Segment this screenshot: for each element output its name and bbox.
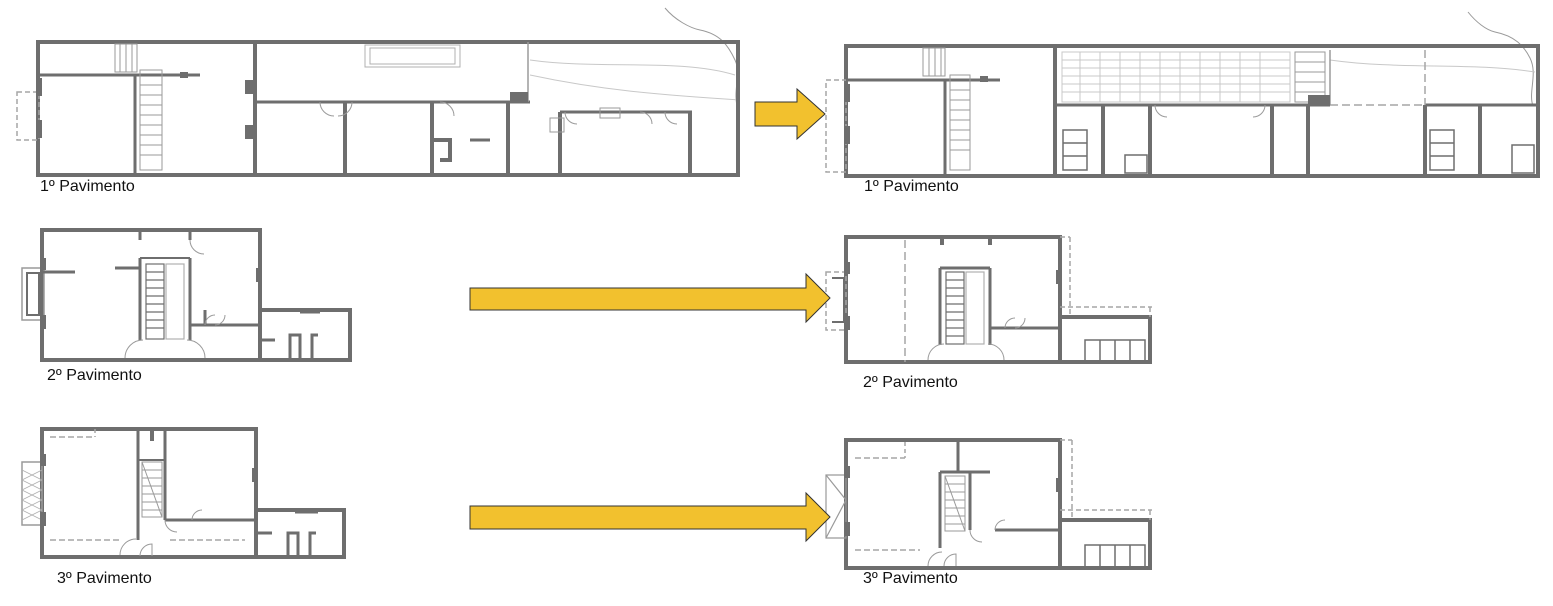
floor2-after-label: 2º Pavimento (863, 374, 958, 391)
arrow-right-icon (469, 491, 831, 543)
floor3-after-label: 3º Pavimento (863, 570, 958, 587)
floor3-before-label: 3º Pavimento (57, 570, 152, 587)
floor1-before-label: 1º Pavimento (40, 178, 135, 195)
plan-after-floor3 (825, 438, 1152, 570)
plan-after-floor2 (825, 235, 1152, 364)
plan-before-floor3 (21, 427, 346, 559)
plan-before-floor1 (16, 7, 741, 177)
arrow-right-icon (754, 87, 826, 141)
arrow-right-icon (469, 272, 831, 324)
floor1-after-label: 1º Pavimento (864, 178, 959, 195)
plan-before-floor2 (21, 228, 352, 362)
plan-after-floor1 (825, 11, 1540, 178)
floor2-before-label: 2º Pavimento (47, 367, 142, 384)
